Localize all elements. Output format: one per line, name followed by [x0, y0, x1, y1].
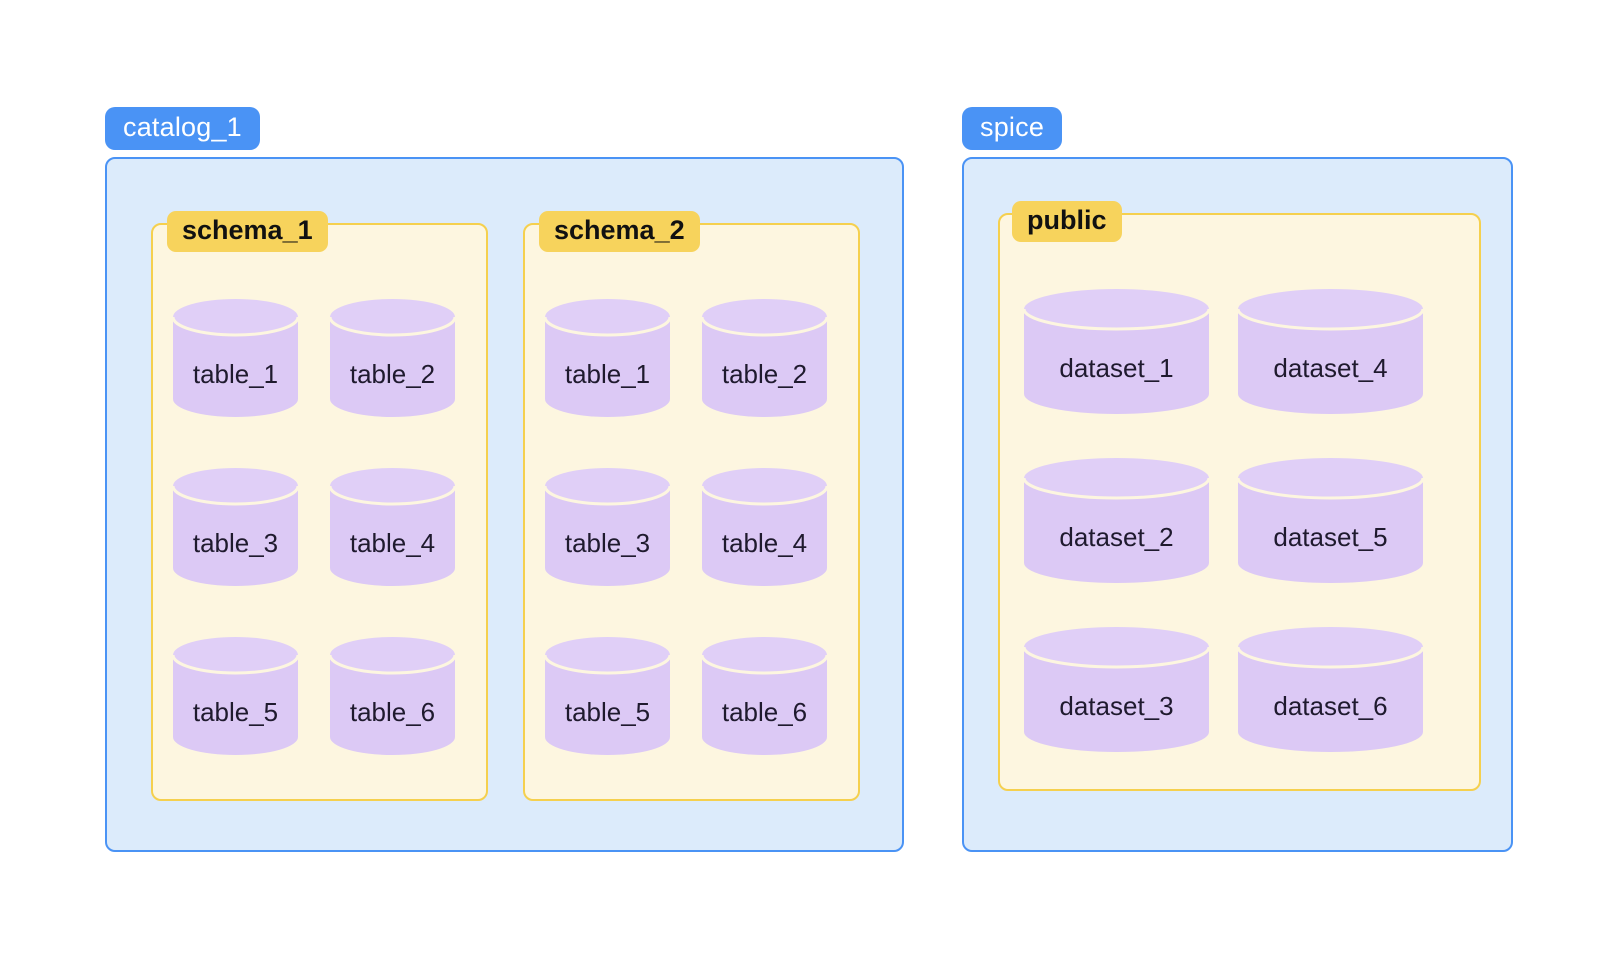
- table-cylinder-table_5[interactable]: table_5: [543, 637, 672, 755]
- database-cylinder-icon: [700, 468, 829, 586]
- database-cylinder-icon: [1236, 458, 1425, 583]
- table-cylinder-table_5[interactable]: table_5: [171, 637, 300, 755]
- database-cylinder-icon: [171, 299, 300, 417]
- catalog-box-spice: public dataset_1 dat: [962, 157, 1513, 852]
- schema-badge-schema_2[interactable]: schema_2: [539, 211, 700, 252]
- database-cylinder-icon: [543, 468, 672, 586]
- database-cylinder-icon: [328, 468, 457, 586]
- database-cylinder-icon: [543, 637, 672, 755]
- database-cylinder-icon: [700, 637, 829, 755]
- database-cylinder-icon: [171, 637, 300, 755]
- table-cylinder-table_3[interactable]: table_3: [171, 468, 300, 586]
- database-cylinder-icon: [1022, 627, 1211, 752]
- database-cylinder-icon: [328, 637, 457, 755]
- database-cylinder-icon: [1022, 289, 1211, 414]
- catalog-group-catalog_1: catalog_1 schema_1 table_1: [105, 107, 905, 852]
- table-cylinder-table_3[interactable]: table_3: [543, 468, 672, 586]
- schema-badge-public[interactable]: public: [1012, 201, 1122, 242]
- schema-box-schema_2: schema_2 table_1 tab: [523, 211, 860, 801]
- table-cylinder-table_4[interactable]: table_4: [328, 468, 457, 586]
- catalog-badge-catalog_1[interactable]: catalog_1: [105, 107, 260, 150]
- database-cylinder-icon: [171, 468, 300, 586]
- catalog-badge-spice[interactable]: spice: [962, 107, 1063, 150]
- database-cylinder-icon: [1236, 289, 1425, 414]
- table-cylinder-table_2[interactable]: table_2: [700, 299, 829, 417]
- catalog-group-spice: spice public dataset_1: [962, 107, 1514, 852]
- database-cylinder-icon: [700, 299, 829, 417]
- database-cylinder-icon: [1236, 627, 1425, 752]
- table-cylinder-table_1[interactable]: table_1: [543, 299, 672, 417]
- catalog-box-catalog_1: schema_1 table_1 tab: [105, 157, 904, 852]
- dataset-cylinder-dataset_3[interactable]: dataset_3: [1022, 627, 1211, 752]
- dataset-cylinder-dataset_5[interactable]: dataset_5: [1236, 458, 1425, 583]
- dataset-cylinder-dataset_6[interactable]: dataset_6: [1236, 627, 1425, 752]
- schema-badge-schema_1[interactable]: schema_1: [167, 211, 328, 252]
- table-cylinder-table_2[interactable]: table_2: [328, 299, 457, 417]
- table-cylinder-table_6[interactable]: table_6: [700, 637, 829, 755]
- database-cylinder-icon: [543, 299, 672, 417]
- database-cylinder-icon: [1022, 458, 1211, 583]
- table-cylinder-table_1[interactable]: table_1: [171, 299, 300, 417]
- schema-box-schema_1: schema_1 table_1 tab: [151, 211, 488, 801]
- dataset-cylinder-dataset_4[interactable]: dataset_4: [1236, 289, 1425, 414]
- table-cylinder-table_6[interactable]: table_6: [328, 637, 457, 755]
- dataset-cylinder-dataset_2[interactable]: dataset_2: [1022, 458, 1211, 583]
- dataset-cylinder-dataset_1[interactable]: dataset_1: [1022, 289, 1211, 414]
- table-cylinder-table_4[interactable]: table_4: [700, 468, 829, 586]
- database-cylinder-icon: [328, 299, 457, 417]
- schema-box-public: public dataset_1 dat: [998, 201, 1481, 791]
